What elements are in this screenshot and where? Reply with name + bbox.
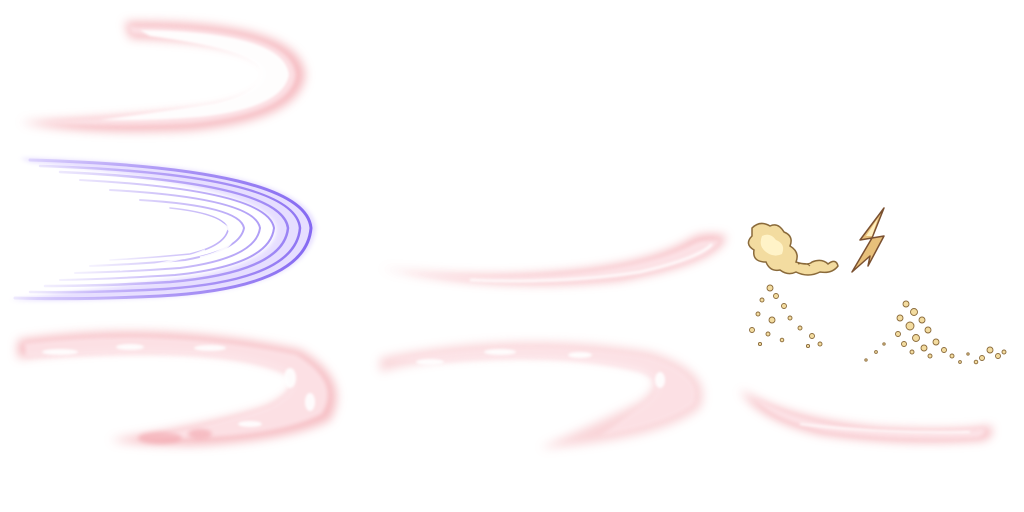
dust-particles: [749, 284, 1007, 365]
pink-low-swoosh: [740, 390, 992, 442]
pink-wide-arc: [18, 332, 337, 446]
dust-cloud-puff: [747, 222, 839, 276]
lightning-spark: [851, 207, 885, 273]
pink-faded-arc: [380, 342, 703, 448]
pink-short-swoosh: [380, 234, 726, 284]
pink-crescent-slash: [20, 21, 305, 132]
violet-speed-arc: [10, 158, 316, 301]
